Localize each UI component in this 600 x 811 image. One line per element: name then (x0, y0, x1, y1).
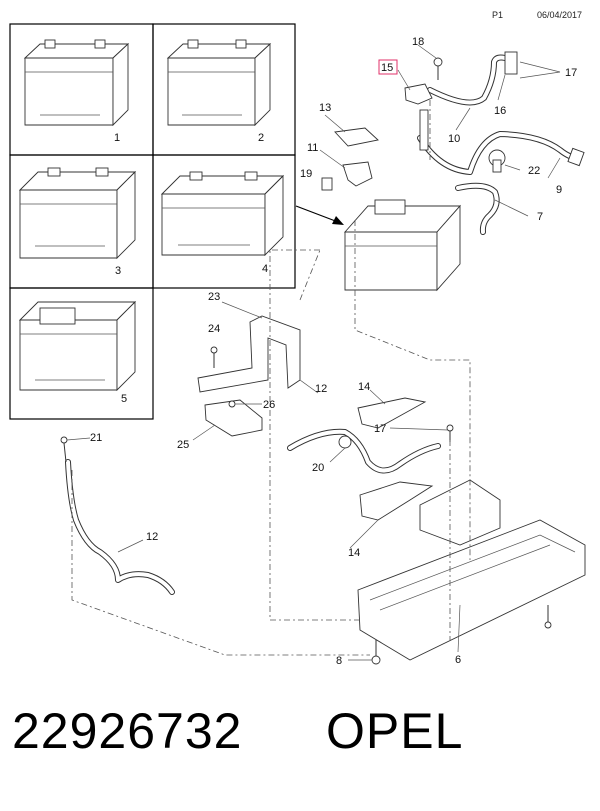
bolt-6-side[interactable] (544, 605, 552, 629)
callout-4: 4 (262, 263, 268, 275)
callout-26: 26 (263, 399, 275, 411)
callout-7: 7 (537, 211, 543, 223)
callout-3: 3 (115, 265, 121, 277)
battery-variant-4[interactable] (160, 171, 285, 257)
bracket-23[interactable] (197, 315, 301, 393)
diagram-date: 06/04/2017 (537, 10, 583, 20)
bolt-21[interactable] (60, 436, 68, 463)
leader-lines (66, 44, 561, 661)
cover-14-upper[interactable] (357, 397, 427, 429)
brand-name: OPEL (326, 703, 464, 759)
bolt-17-middle[interactable] (446, 424, 454, 442)
cable-9[interactable] (417, 131, 581, 175)
callout-12-middle: 12 (315, 383, 327, 395)
battery-variant-1[interactable] (23, 39, 130, 127)
page-label: P1 (492, 10, 504, 20)
connector-16[interactable] (504, 51, 518, 75)
terminal-15-assembly[interactable] (404, 83, 433, 151)
callout-17-middle: 17 (374, 423, 386, 435)
callout-6: 6 (455, 654, 461, 666)
battery-variant-5[interactable] (18, 300, 137, 392)
callout-14-upper: 14 (358, 381, 370, 393)
connector-9-end[interactable] (567, 147, 585, 167)
bolt-18[interactable] (433, 57, 443, 80)
battery-variant-2[interactable] (166, 39, 272, 127)
callout-11: 11 (307, 142, 318, 154)
fuse-box[interactable] (419, 479, 501, 546)
battery-tray-6[interactable] (357, 519, 586, 661)
sensor-22[interactable] (488, 149, 506, 173)
assembly-lines (71, 100, 471, 656)
callout-9: 9 (556, 184, 562, 196)
cable-10[interactable] (427, 54, 508, 106)
callout-20: 20 (312, 462, 324, 474)
callout-15: 15 (381, 62, 393, 74)
battery-variant-3[interactable] (18, 167, 137, 260)
callout-16: 16 (494, 105, 506, 117)
cover-13[interactable] (334, 127, 379, 147)
callout-23: 23 (208, 291, 220, 303)
bolt-26[interactable] (228, 400, 236, 408)
callout-13: 13 (319, 102, 331, 114)
callout-15-highlight (378, 59, 398, 75)
grommet-20[interactable] (338, 435, 352, 449)
bolt-24[interactable] (210, 346, 218, 368)
cable-12-middle[interactable] (287, 428, 441, 474)
pointer-arrow (295, 205, 344, 225)
callout-10: 10 (448, 133, 460, 145)
callout-12-left: 12 (146, 531, 158, 543)
callout-22: 22 (528, 165, 540, 177)
cable-12-left[interactable] (65, 459, 175, 595)
callout-17-top: 17 (565, 67, 577, 79)
cable-7[interactable] (455, 182, 500, 235)
callout-8: 8 (336, 655, 342, 667)
bolt-8[interactable] (371, 640, 381, 665)
bracket-11[interactable] (342, 161, 373, 187)
clip-19[interactable] (321, 177, 333, 191)
callout-18: 18 (412, 36, 424, 48)
callout-21: 21 (90, 432, 102, 444)
callout-19: 19 (300, 168, 312, 180)
main-battery[interactable] (344, 199, 461, 292)
callout-2: 2 (258, 132, 264, 144)
callout-1: 1 (114, 132, 120, 144)
callout-5: 5 (121, 393, 127, 405)
callout-25: 25 (177, 439, 189, 451)
battery-variants-grid (9, 23, 296, 420)
callout-14-lower: 14 (348, 547, 360, 559)
holder-25[interactable] (204, 399, 263, 437)
callouts: 1 2 3 4 5 6 7 8 9 10 11 12 12 13 14 14 1… (90, 36, 577, 667)
cover-14-lower[interactable] (359, 481, 434, 521)
part-number: 22926732 (12, 703, 243, 759)
callout-24: 24 (208, 323, 220, 335)
